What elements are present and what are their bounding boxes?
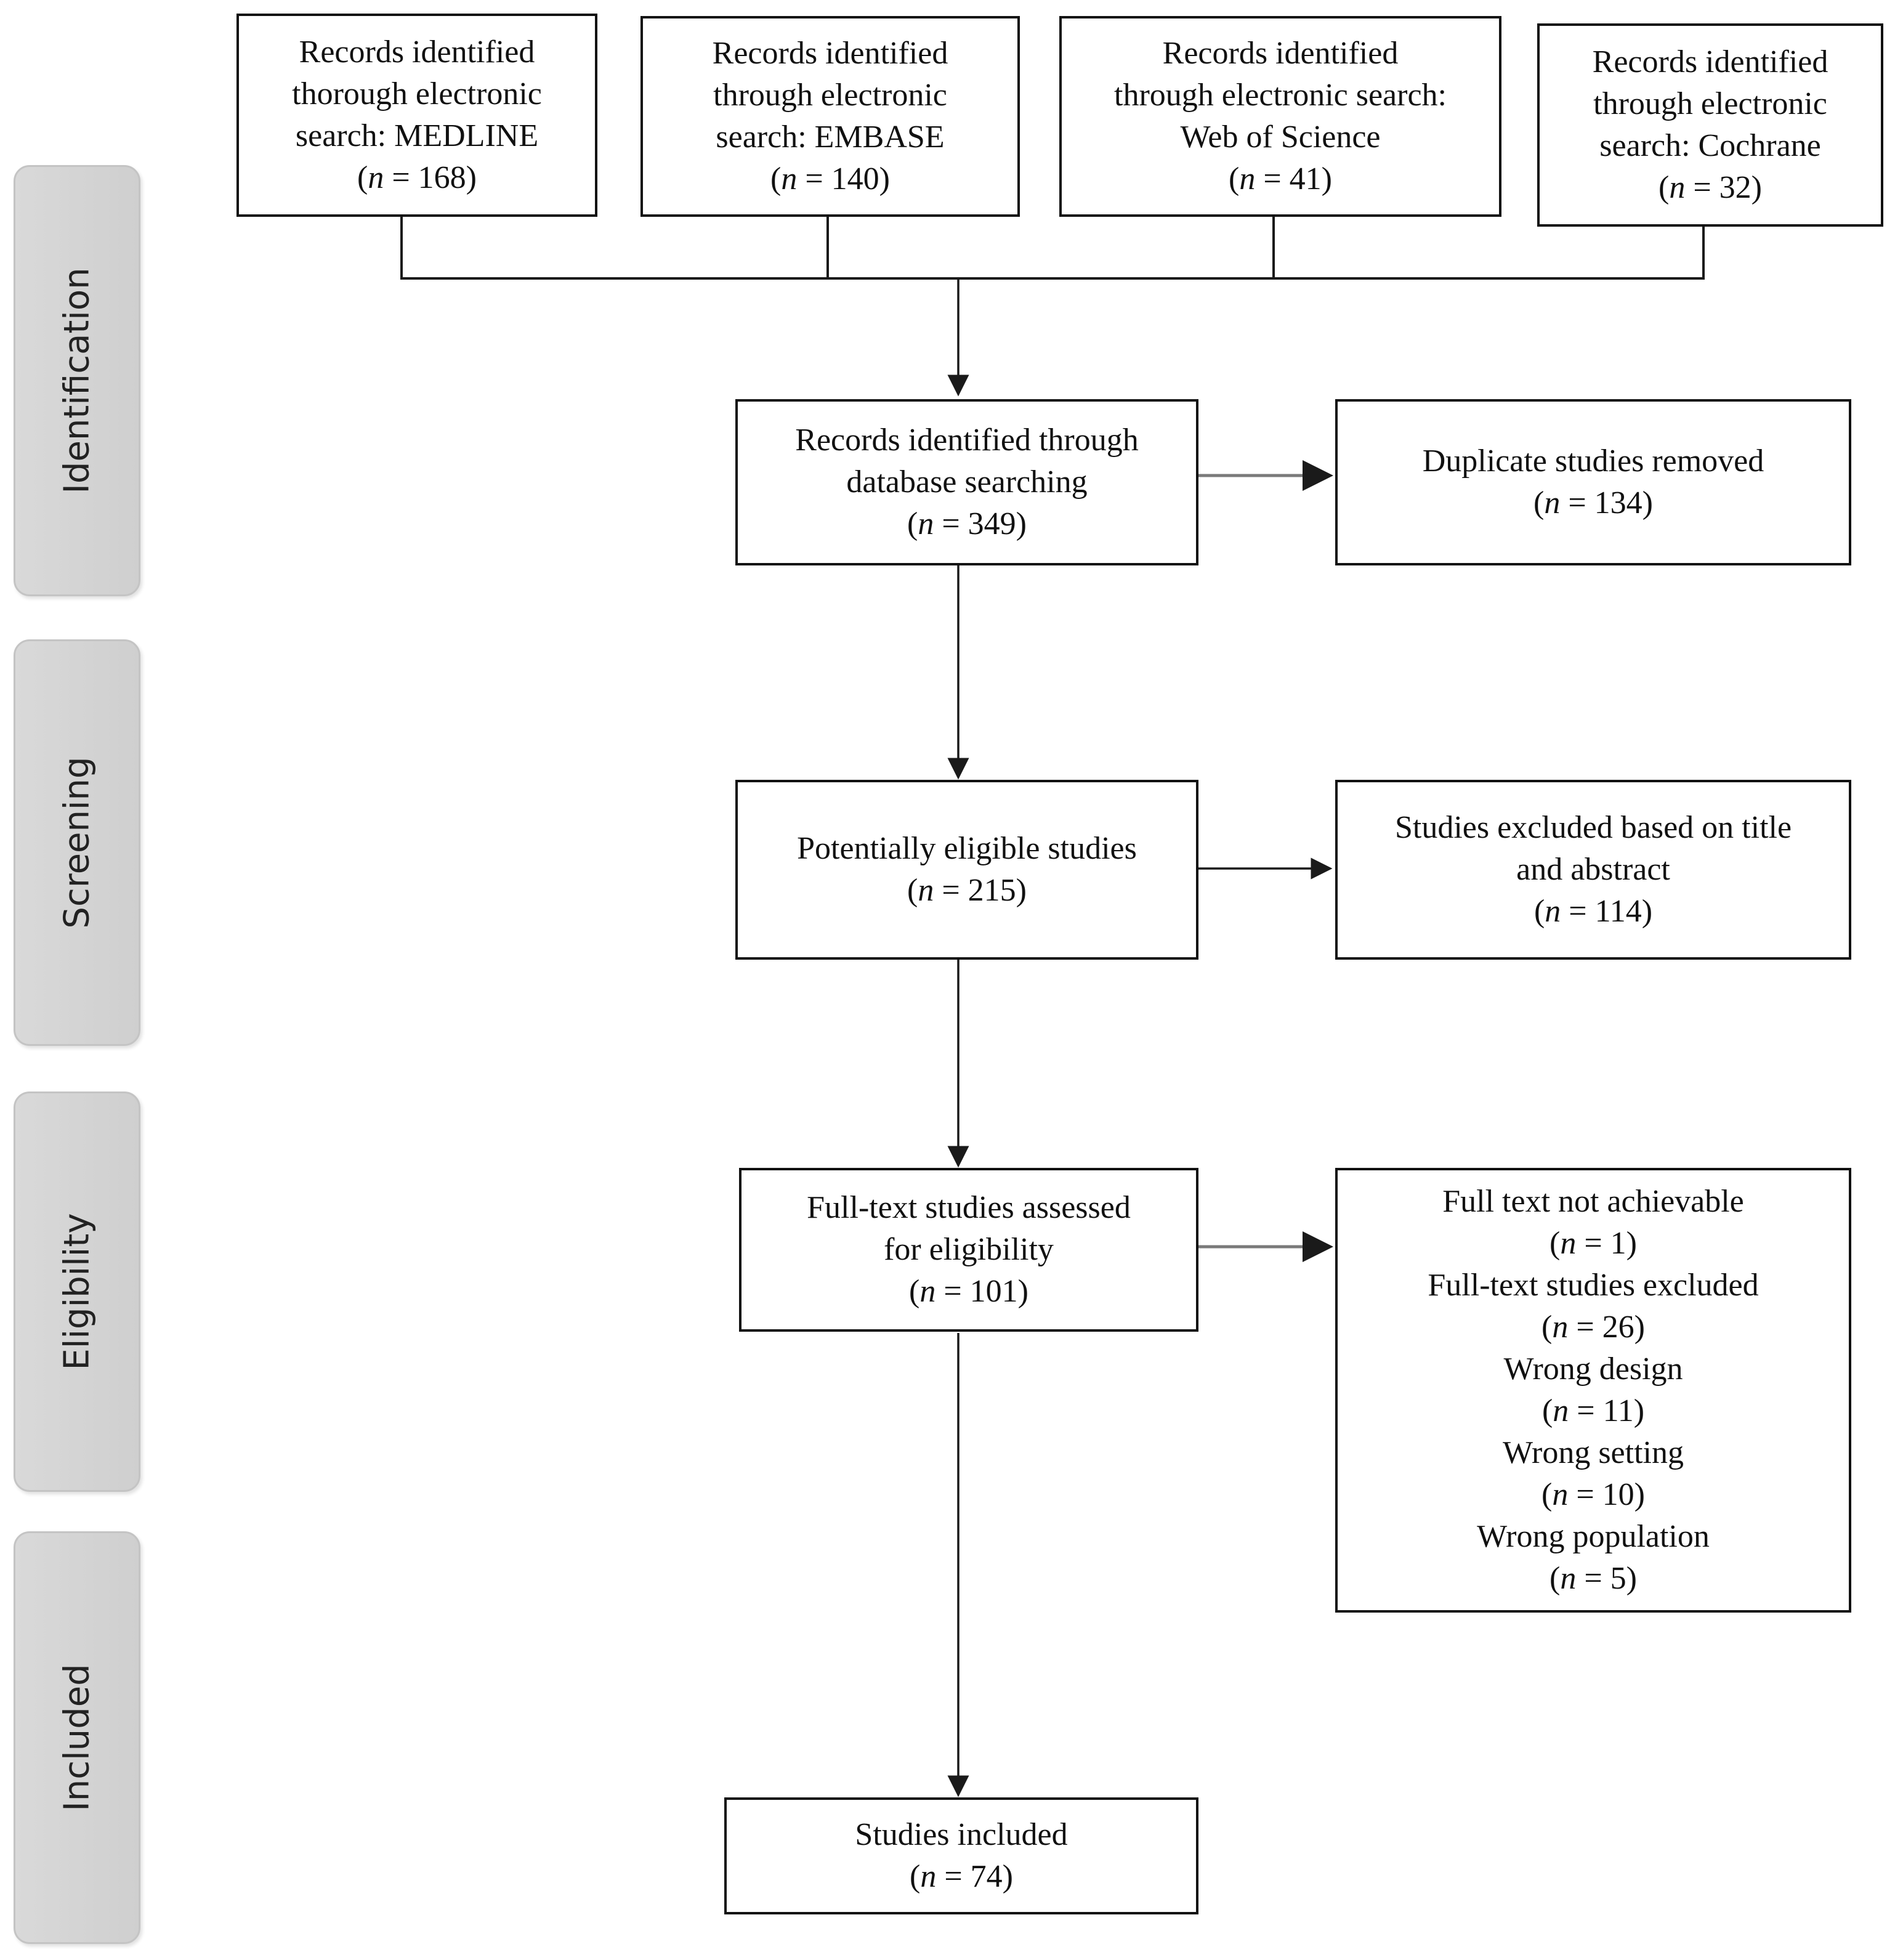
box-line: Studies excluded based on title — [1394, 810, 1792, 845]
source-medline-box: Records identified thorough electronic s… — [236, 14, 597, 217]
box-line: Records identified — [712, 36, 948, 71]
count-line: (n = 101) — [909, 1274, 1028, 1309]
excluded-title-abstract-box: Studies excluded based on title and abst… — [1335, 780, 1851, 960]
count-line: (n = 32) — [1659, 170, 1762, 205]
phase-screening: Screening — [14, 639, 140, 1046]
eligible-studies-box: Potentially eligible studies (n = 215) — [735, 780, 1198, 960]
box-line: Web of Science — [1180, 119, 1381, 155]
box-line: through electronic search: — [1114, 78, 1447, 113]
count-line: (n = 41) — [1229, 161, 1332, 196]
box-line: Records identified — [299, 34, 535, 70]
box-line: Records identified — [1592, 44, 1828, 79]
count-line: (n = 215) — [907, 873, 1027, 908]
box-line: through electronic — [713, 78, 947, 113]
count-line: (n = 134) — [1533, 485, 1653, 520]
box-line: through electronic — [1593, 86, 1827, 121]
exclusion-reason: Wrong population — [1477, 1519, 1710, 1554]
box-line: search: MEDLINE — [295, 118, 539, 153]
count-line: (n = 168) — [357, 160, 477, 195]
box-line: search: EMBASE — [716, 119, 945, 155]
box-line: thorough electronic — [292, 76, 542, 111]
box-line: Records identified — [1162, 36, 1399, 71]
exclusion-reason: Wrong design — [1503, 1351, 1683, 1387]
phase-included: Included — [14, 1531, 140, 1944]
count-line: (n = 349) — [907, 506, 1027, 541]
count-line: (n = 140) — [770, 161, 890, 196]
box-line: and abstract — [1516, 852, 1670, 887]
count-line: (n = 11) — [1541, 1393, 1645, 1428]
box-line: Potentially eligible studies — [797, 831, 1137, 866]
box-line: Full-text studies assessed — [807, 1190, 1131, 1225]
count-line: (n = 1) — [1550, 1226, 1637, 1261]
fulltext-excluded-box: Full text not achievable (n = 1) Full-te… — [1335, 1168, 1851, 1613]
box-line: Duplicate studies removed — [1422, 443, 1764, 479]
source-cochrane-box: Records identified through electronic se… — [1537, 23, 1883, 227]
exclusion-reason: Full text not achievable — [1442, 1184, 1744, 1219]
phase-eligibility: Eligibility — [14, 1091, 140, 1492]
fulltext-assessed-box: Full-text studies assessed for eligibili… — [739, 1168, 1198, 1332]
count-line: (n = 26) — [1541, 1310, 1645, 1345]
box-line: Records identified through — [795, 423, 1139, 458]
records-database-box: Records identified through database sear… — [735, 399, 1198, 565]
box-line: Studies included — [855, 1817, 1068, 1852]
studies-included-box: Studies included (n = 74) — [724, 1797, 1198, 1914]
count-line: (n = 5) — [1550, 1561, 1637, 1596]
phase-identification: Identification — [14, 165, 140, 596]
box-line: search: Cochrane — [1599, 128, 1821, 163]
source-wos-box: Records identified through electronic se… — [1059, 16, 1501, 217]
count-line: (n = 114) — [1533, 894, 1653, 929]
box-line: database searching — [846, 464, 1088, 500]
duplicates-removed-box: Duplicate studies removed (n = 134) — [1335, 399, 1851, 565]
exclusion-reason: Wrong setting — [1503, 1435, 1684, 1470]
exclusion-reason: Full-text studies excluded — [1428, 1268, 1759, 1303]
count-line: (n = 10) — [1541, 1477, 1645, 1512]
box-line: for eligibility — [884, 1232, 1054, 1267]
source-embase-box: Records identified through electronic se… — [640, 16, 1020, 217]
count-line: (n = 74) — [910, 1859, 1013, 1894]
